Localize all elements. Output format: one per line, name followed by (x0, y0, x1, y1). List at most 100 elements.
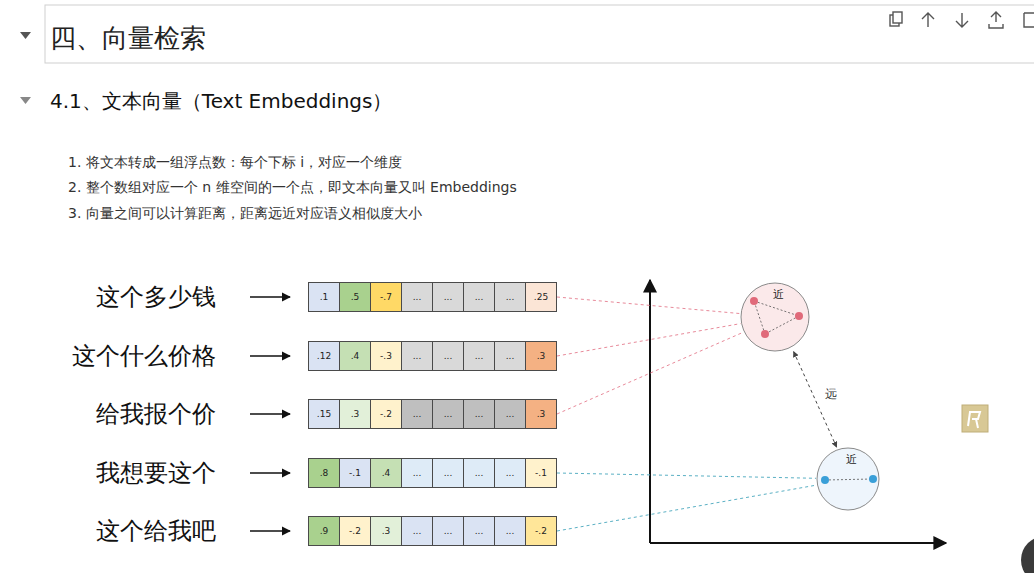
edge-label: 远 (823, 386, 839, 403)
vector-cell: ... (432, 516, 464, 546)
cell-value: ... (506, 468, 515, 478)
cell-value: -.7 (380, 292, 392, 302)
vector-cell: .3 (370, 516, 402, 546)
axes (650, 280, 946, 543)
vector-cell: -.3 (370, 341, 402, 371)
vector-cell: ... (401, 282, 433, 312)
vector-cell: .5 (339, 282, 371, 312)
cell-value: -.1 (535, 468, 547, 478)
vector-cell: .15 (308, 399, 340, 429)
vector-cell: .3 (525, 341, 557, 371)
cell-value: .3 (537, 351, 546, 361)
vector-cell: ... (463, 341, 495, 371)
vector-cell: .3 (525, 399, 557, 429)
vector-cell: ... (401, 399, 433, 429)
vector-cell: ... (494, 282, 526, 312)
cell-value: ... (475, 526, 484, 536)
vector-cell: ... (463, 399, 495, 429)
cell-value: ... (413, 292, 422, 302)
cell-value: ... (413, 409, 422, 419)
vector-cell: ... (432, 282, 464, 312)
collapse-caret (20, 97, 31, 104)
list-item: 2. 整个数组对应一个 n 维空间的一个点，即文本向量又叫 Embeddings (68, 178, 517, 196)
list-item: 1. 将文本转成一组浮点数：每个下标 i，对应一个维度 (68, 153, 402, 171)
cell-value: ... (444, 526, 453, 536)
presenter-avatar (1021, 536, 1034, 573)
heading: 四、向量检索 (50, 22, 206, 54)
cell-value: .3 (382, 526, 391, 536)
vector-cell: ... (401, 458, 433, 488)
vector-cell: .12 (308, 341, 340, 371)
vector-point (821, 476, 829, 484)
cell-value: ... (475, 351, 484, 361)
vector-cell: ... (494, 516, 526, 546)
cell-frame (45, 5, 1034, 63)
mapping-line (557, 332, 743, 414)
vector-point (750, 297, 758, 305)
cell-value: ... (444, 468, 453, 478)
cell-value: .4 (382, 468, 391, 478)
side-icon (962, 405, 988, 432)
vector-cell: ... (494, 399, 526, 429)
cell-value: ... (444, 292, 453, 302)
sentence: 我想要这个 (20, 458, 216, 488)
distance-line (754, 301, 765, 334)
vector-cell: .4 (370, 458, 402, 488)
vector-cell: ... (401, 516, 433, 546)
cell-value: ... (506, 526, 515, 536)
vector-cell: ... (463, 458, 495, 488)
cell-value: .5 (351, 292, 360, 302)
vector-cell: ... (432, 458, 464, 488)
mapping-line (557, 324, 741, 356)
cell-value: ... (506, 292, 515, 302)
collapse-caret (20, 32, 31, 39)
cell-value: ... (444, 409, 453, 419)
vector-cell: .25 (525, 282, 557, 312)
cell-value: ... (475, 292, 484, 302)
cell-value: ... (444, 351, 453, 361)
mapping-line (557, 297, 740, 314)
sentence: 这个给我吧 (20, 516, 216, 546)
vector-cell: ... (494, 341, 526, 371)
vector-cell: .9 (308, 516, 340, 546)
cell-value: .15 (317, 409, 331, 419)
cell-value: ... (413, 526, 422, 536)
vector-cell: -.1 (525, 458, 557, 488)
sentence: 给我报个价 (20, 399, 216, 429)
vector-cell: -.2 (370, 399, 402, 429)
cell-value: .4 (351, 351, 360, 361)
distance-line (825, 479, 873, 480)
cell-value: ... (475, 468, 484, 478)
vector-cell: ... (401, 341, 433, 371)
cell-value: .3 (537, 409, 546, 419)
cell-value: .3 (351, 409, 360, 419)
cell-value: ... (475, 409, 484, 419)
distance-line (765, 316, 799, 334)
mapping-line (557, 485, 817, 531)
cluster-label: 近 (816, 447, 886, 467)
cluster-label: 近 (740, 282, 816, 302)
cell-value: .8 (320, 468, 329, 478)
mapping-line (557, 473, 816, 478)
sentence: 这个什么价格 (20, 341, 216, 371)
list-item: 3. 向量之间可以计算距离，距离远近对应语义相似度大小 (68, 204, 422, 222)
vector-point (869, 475, 877, 483)
vector-cell: ... (432, 341, 464, 371)
vector-point (761, 330, 769, 338)
subheading: 4.1、文本向量（Text Embeddings） (50, 88, 392, 114)
cell-value: -.2 (349, 526, 361, 536)
cell-value: .9 (320, 526, 329, 536)
vector-point (795, 312, 803, 320)
vector-cell: ... (463, 516, 495, 546)
vector-cell: .8 (308, 458, 340, 488)
vector-cell: ... (463, 282, 495, 312)
vector-cell: ... (432, 399, 464, 429)
toolbar-icons (890, 12, 1034, 28)
vector-cell: ... (494, 458, 526, 488)
cell-value: -.1 (349, 468, 361, 478)
cell-value: ... (506, 409, 515, 419)
vector-cell: .4 (339, 341, 371, 371)
cell-value: .12 (317, 351, 331, 361)
vector-cell: .1 (308, 282, 340, 312)
cell-value: -.2 (535, 526, 547, 536)
